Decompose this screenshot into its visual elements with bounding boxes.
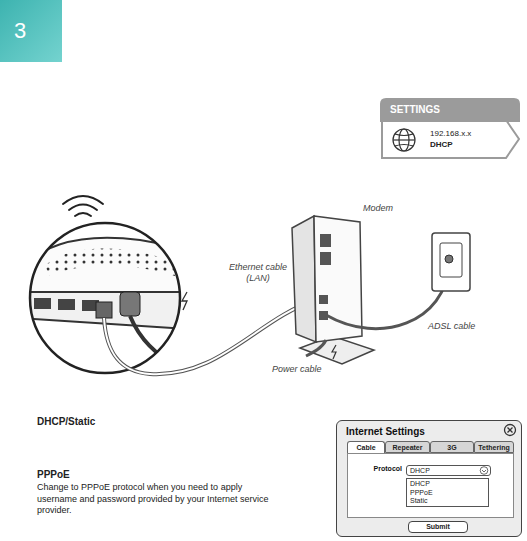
power-symbol [332,345,336,359]
node-text: PPPoE [410,489,485,498]
wall-socket [432,233,470,291]
node-text: DHCP [407,466,490,475]
step-badge: 3 [0,0,62,62]
socket-jack [445,255,453,263]
part-label: Ethernet cable (LAN) [228,262,288,285]
section-heading: DHCP/Static [37,416,95,429]
modem-port [320,252,331,265]
speaker-holes [45,248,180,276]
modem-power-cable [306,340,326,356]
settings-tab: Cable [347,441,385,453]
ethernet-cable [104,300,316,374]
modem-front [314,216,362,342]
modem-side [292,216,316,342]
instruction-text: Change to PPPoE protocol when you need t… [37,482,282,517]
router-front [18,292,205,330]
node-text: Tethering [475,442,513,453]
zoom-circle-outline [30,223,180,373]
node-text: 3 [14,18,26,44]
protocol-select: DHCP [406,465,491,476]
callout-body [382,120,519,158]
power-plug [120,292,140,316]
node-text: Submit [409,522,467,531]
modem-port [320,234,331,247]
modem-port [319,295,328,304]
ethernet-cable-core [104,300,316,374]
settings-tab: Tethering [474,441,514,453]
lan-port [58,299,75,310]
node-text: Cable [348,442,384,453]
settings-tab: Repeater [385,441,430,453]
node-text: 3G [431,442,473,453]
part-label: Modem [363,203,393,214]
part-label: Power cable [272,364,322,375]
ethernet-plug [96,302,112,318]
section-heading: PPPoE [37,469,70,482]
close-icon [503,423,517,437]
node-text: Repeater [386,442,429,453]
part-label: ADSL cable [428,321,475,332]
node-text: DHCP [410,480,485,489]
power-symbol [182,292,187,310]
node-text: Static [410,497,485,506]
router-top [18,238,205,292]
node-text: DHCP [430,140,453,149]
settings-dialog: Internet SettingsCableRepeater3GTetherin… [336,420,522,537]
globe-icon [393,129,415,151]
settings-tab: 3G [430,441,474,453]
socket-plate [440,243,462,277]
node-text: SETTINGS [390,104,440,115]
wifi-symbol [63,196,103,216]
submit-button: Submit [408,521,468,533]
field-label: Protocol [366,465,402,474]
node-text: 192.168.x.x [430,129,471,138]
settings-callout: SETTINGS 192.168.x.xDHCP [380,98,523,160]
adsl-cable [326,264,449,329]
lan-port [34,298,51,309]
node-text: Internet Settings [346,426,425,437]
protocol-options: DHCPPPPoEStatic [406,478,489,507]
dropdown-chevron [479,466,489,476]
callout-header [380,98,520,122]
